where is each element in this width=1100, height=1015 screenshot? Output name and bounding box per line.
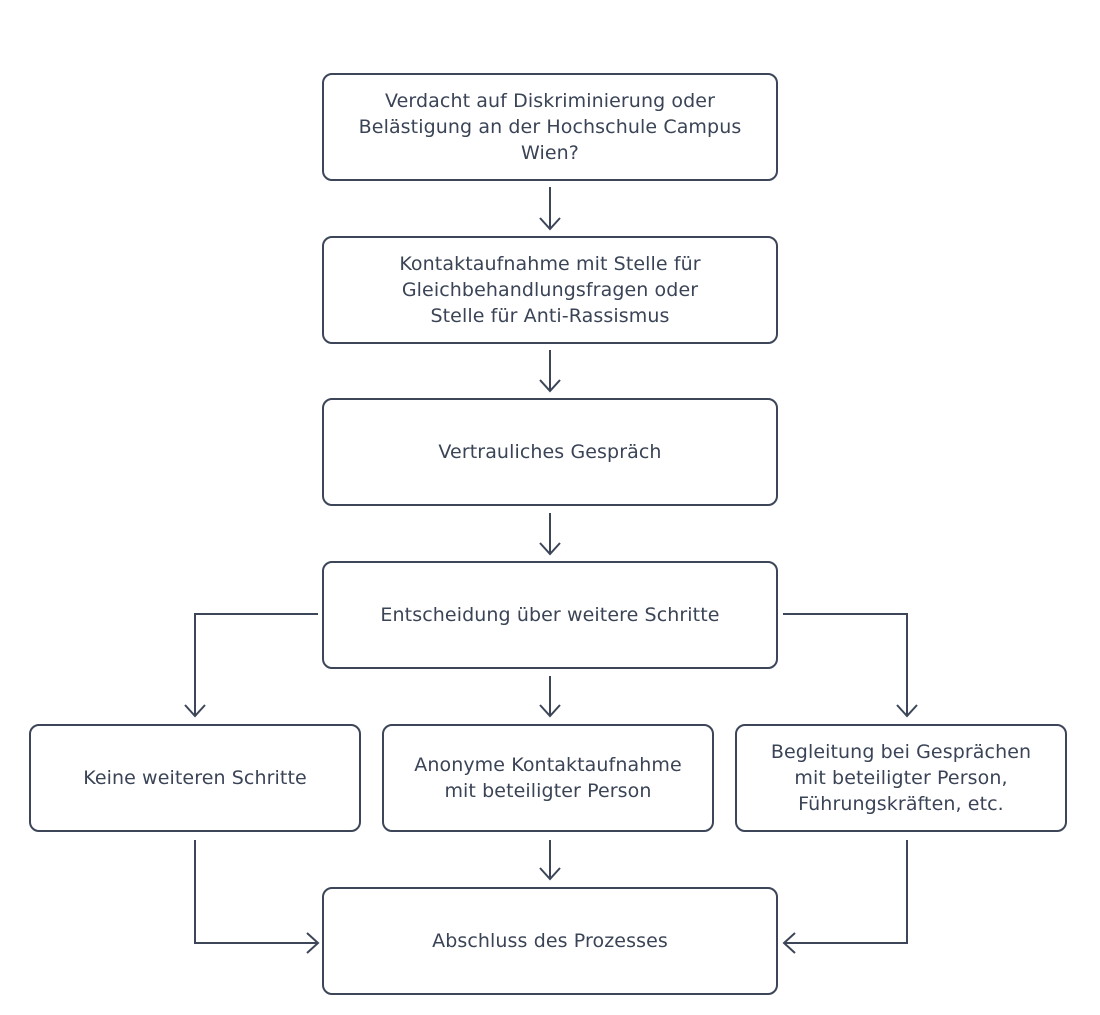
decision-box: Entscheidung über weitere Schritte <box>322 561 778 669</box>
arrowhead-anonymous-to-conclusion <box>539 867 561 881</box>
arrow-accompaniment-to-conclusion <box>784 840 908 944</box>
decision-text: Entscheidung über weitere Schritte <box>380 604 720 626</box>
option-anonymous-box: Anonyme Kontaktaufnahme mit beteiligter … <box>382 724 714 832</box>
arrowhead-contact-to-conversation <box>539 379 561 393</box>
arrowhead-decision-to-accompaniment <box>896 704 918 718</box>
question-box: Verdacht auf Diskriminierung oder Beläst… <box>322 73 778 181</box>
arrowhead-decision-to-anonymous <box>539 704 561 718</box>
question-text: Verdacht auf Diskriminierung oder Beläst… <box>358 90 742 164</box>
arrow-decision-to-accompaniment <box>783 613 908 716</box>
arrowhead-none-to-conclusion <box>306 932 320 954</box>
arrow-none-to-conclusion <box>194 840 318 944</box>
arrowhead-decision-to-none <box>184 704 206 718</box>
option-none-box: Keine weiteren Schritte <box>29 724 361 832</box>
option-accompaniment-box: Begleitung bei Gesprächen mit beteiligte… <box>735 724 1067 832</box>
arrowhead-question-to-contact <box>539 217 561 231</box>
contact-text: Kontaktaufnahme mit Stelle für Gleichbeh… <box>399 253 701 327</box>
arrowhead-accompaniment-to-conclusion <box>782 932 796 954</box>
contact-box: Kontaktaufnahme mit Stelle für Gleichbeh… <box>322 236 778 344</box>
option-accompaniment-text: Begleitung bei Gesprächen mit beteiligte… <box>770 741 1032 815</box>
conversation-box: Vertrauliches Gespräch <box>322 398 778 506</box>
conversation-text: Vertrauliches Gespräch <box>438 441 662 463</box>
arrowhead-conversation-to-decision <box>539 542 561 556</box>
conclusion-box: Abschluss des Prozesses <box>322 887 778 995</box>
option-anonymous-text: Anonyme Kontaktaufnahme mit beteiligter … <box>414 754 682 802</box>
arrow-decision-to-none <box>194 613 318 716</box>
option-none-text: Keine weiteren Schritte <box>83 767 307 789</box>
conclusion-text: Abschluss des Prozesses <box>432 930 668 952</box>
